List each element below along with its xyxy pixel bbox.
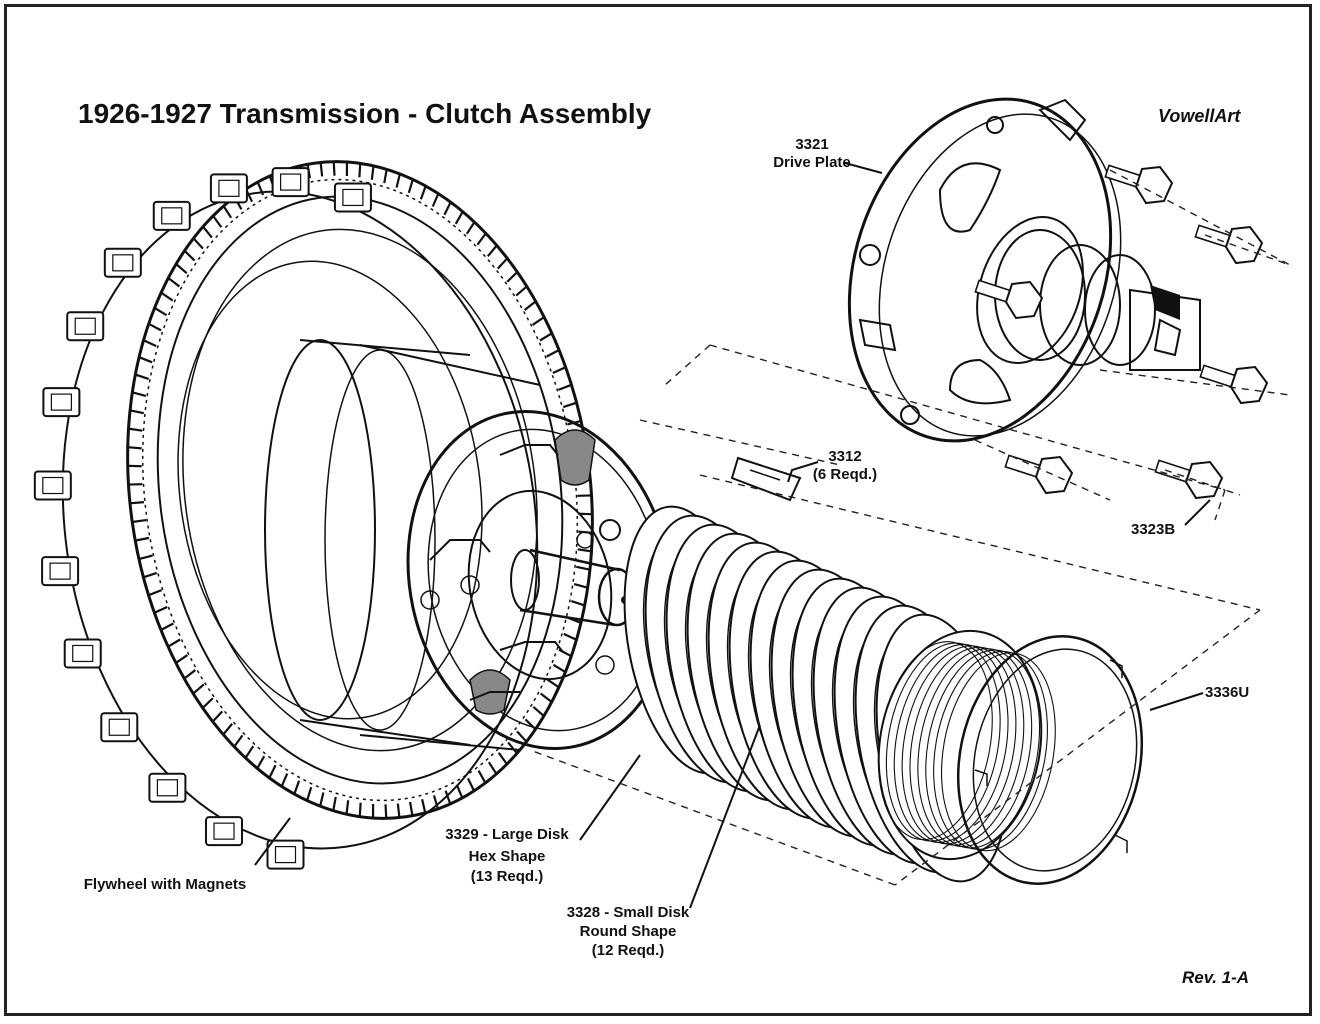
clip-part [730, 456, 802, 502]
label-large-disk-1: 3329 - Large Disk [445, 826, 569, 843]
label-bolt-number: 3323B [1131, 521, 1175, 538]
leader-lines [254, 162, 1211, 909]
assembly-lines [529, 169, 1291, 886]
flywheel-gear-teeth [127, 161, 593, 819]
label-large-disk-3: (13 Reqd.) [471, 868, 544, 885]
label-small-disk-1: 3328 - Small Disk [567, 904, 690, 921]
brand-mark: VowellArt [1158, 106, 1241, 126]
retainer-ring [956, 635, 1144, 885]
clutch-disk-stack [623, 505, 1056, 883]
label-drive-plate-number: 3321 [795, 136, 828, 153]
label-clip-qty: (6 Reqd.) [813, 466, 877, 483]
label-drive-plate-name: Drive Plate [773, 154, 851, 171]
drive-plate-hub [994, 229, 1201, 371]
bolts-3323b [974, 164, 1269, 500]
revision-mark: Rev. 1-A [1182, 968, 1249, 987]
label-small-disk-2: Round Shape [580, 923, 677, 940]
label-clip-number: 3312 [828, 448, 861, 465]
label-large-disk-2: Hex Shape [469, 848, 546, 865]
drive-plate [847, 97, 1122, 443]
label-flywheel: Flywheel with Magnets [84, 876, 247, 893]
label-small-disk-3: (12 Reqd.) [592, 942, 665, 959]
flywheel-magnets [33, 167, 372, 870]
label-ring-number: 3336U [1205, 684, 1249, 701]
diagram-title: 1926-1927 Transmission - Clutch Assembly [78, 98, 652, 129]
flywheel [61, 160, 594, 850]
